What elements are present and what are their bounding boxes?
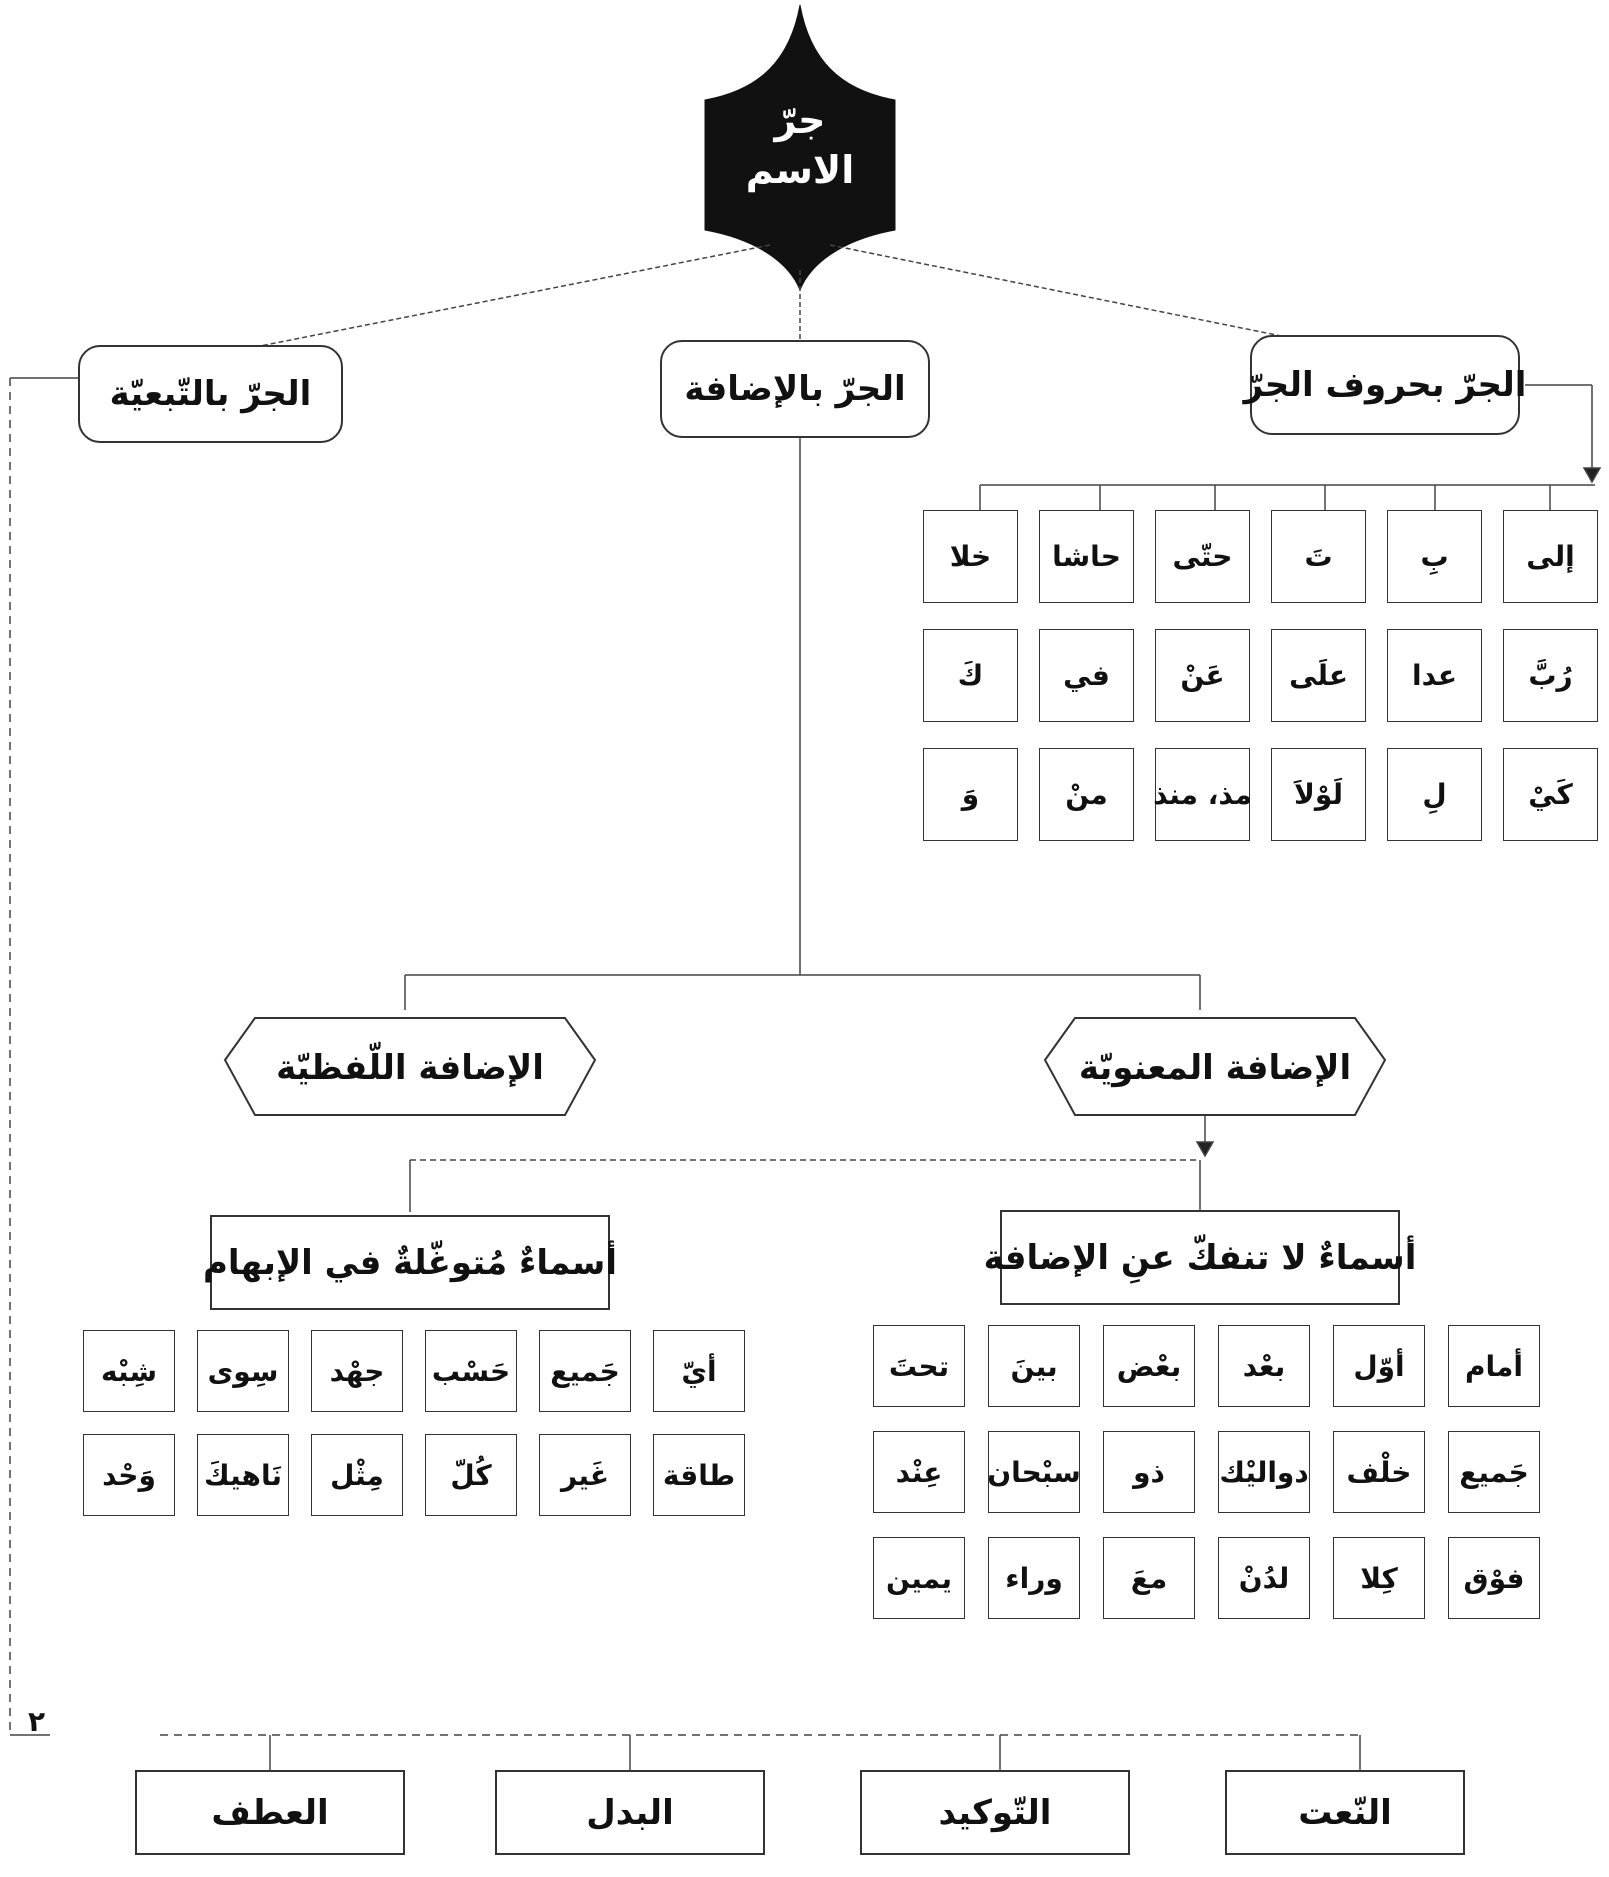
root-line1: جرّ (774, 98, 826, 142)
word-cell: كُلّ (425, 1434, 517, 1516)
word-cell: جَميع (539, 1330, 631, 1412)
word-cell: يمين (873, 1537, 965, 1619)
idafa-lafziyya: الإضافة اللّفظيّة (276, 1047, 544, 1088)
word-cell: إلى (1503, 510, 1598, 603)
word-cell: مذ، منذ (1153, 748, 1252, 841)
word-cell: لَوْلاَ (1271, 748, 1366, 841)
word-cell: جهْد (311, 1330, 403, 1412)
word-cell: دواليْك (1218, 1431, 1310, 1513)
word-cell: تَ (1271, 510, 1366, 603)
root-label: جرّ الاسم (720, 95, 880, 195)
word-cell: وَ (923, 748, 1018, 841)
root-line2: الاسم (745, 148, 855, 192)
word-cell: أوّل (1333, 1325, 1425, 1407)
word-cell: فوْق (1448, 1537, 1540, 1619)
word-cell: خلا (923, 510, 1018, 603)
word-cell: نَاهيكَ (197, 1434, 289, 1516)
tawabi-naat: النّعت (1225, 1770, 1465, 1855)
group-mutawaghila: أسماءٌ مُتوغّلةٌ في الإبهام (203, 1215, 617, 1310)
word-cell: كَيْ (1503, 748, 1598, 841)
word-cell: كِلا (1333, 1537, 1425, 1619)
word-cell: حتّى (1155, 510, 1250, 603)
tawabi-badal: البدل (495, 1770, 765, 1855)
word-cell: لِ (1387, 748, 1482, 841)
branch-idafa: الجرّ بالإضافة (660, 340, 930, 438)
word-cell: عَنْ (1155, 629, 1250, 722)
page-number: ٢ (28, 1705, 46, 1738)
word-cell: خلْف (1333, 1431, 1425, 1513)
word-cell: حَسْب (425, 1330, 517, 1412)
word-cell: أمام (1448, 1325, 1540, 1407)
word-cell: عِنْد (873, 1431, 965, 1513)
tawabi-atf: العطف (135, 1770, 405, 1855)
word-cell: كَ (923, 629, 1018, 722)
word-cell: سبْحان (987, 1431, 1081, 1513)
tawabi-tawkid: التّوكيد (860, 1770, 1130, 1855)
word-cell: علَى (1271, 629, 1366, 722)
word-cell: غَير (539, 1434, 631, 1516)
manawiyya-bracket (1043, 1017, 1387, 1116)
word-cell: مِثْل (311, 1434, 403, 1516)
word-cell: طاقة (653, 1434, 745, 1516)
word-cell: في (1039, 629, 1134, 722)
word-cell: تحتَ (873, 1325, 965, 1407)
word-cell: وراء (988, 1537, 1080, 1619)
branch-huruf: الجرّ بحروف الجرّ (1244, 335, 1526, 435)
word-cell: عدا (1387, 629, 1482, 722)
branch-tabiyya: الجرّ بالتّبعيّة (78, 345, 343, 443)
word-cell: بعْد (1218, 1325, 1310, 1407)
word-cell: بينَ (988, 1325, 1080, 1407)
word-cell: وَحْد (83, 1434, 175, 1516)
word-cell: بعْض (1103, 1325, 1195, 1407)
word-cell: منْ (1039, 748, 1134, 841)
word-cell: شِبْه (83, 1330, 175, 1412)
word-cell: جَميع (1448, 1431, 1540, 1513)
word-cell: سِوى (197, 1330, 289, 1412)
word-cell: بِ (1387, 510, 1482, 603)
word-cell: معَ (1103, 1537, 1195, 1619)
group-la-tanfak: أسماءٌ لا تنفكّ عنِ الإضافة (984, 1210, 1416, 1305)
lafziyya-bracket (223, 1017, 597, 1116)
word-cell: لدُنْ (1218, 1537, 1310, 1619)
idafa-manawiyya: الإضافة المعنويّة (1078, 1047, 1352, 1088)
word-cell: حاشا (1039, 510, 1134, 603)
word-cell: رُبَّ (1503, 629, 1598, 722)
word-cell: أيّ (653, 1330, 745, 1412)
word-cell: ذو (1103, 1431, 1195, 1513)
